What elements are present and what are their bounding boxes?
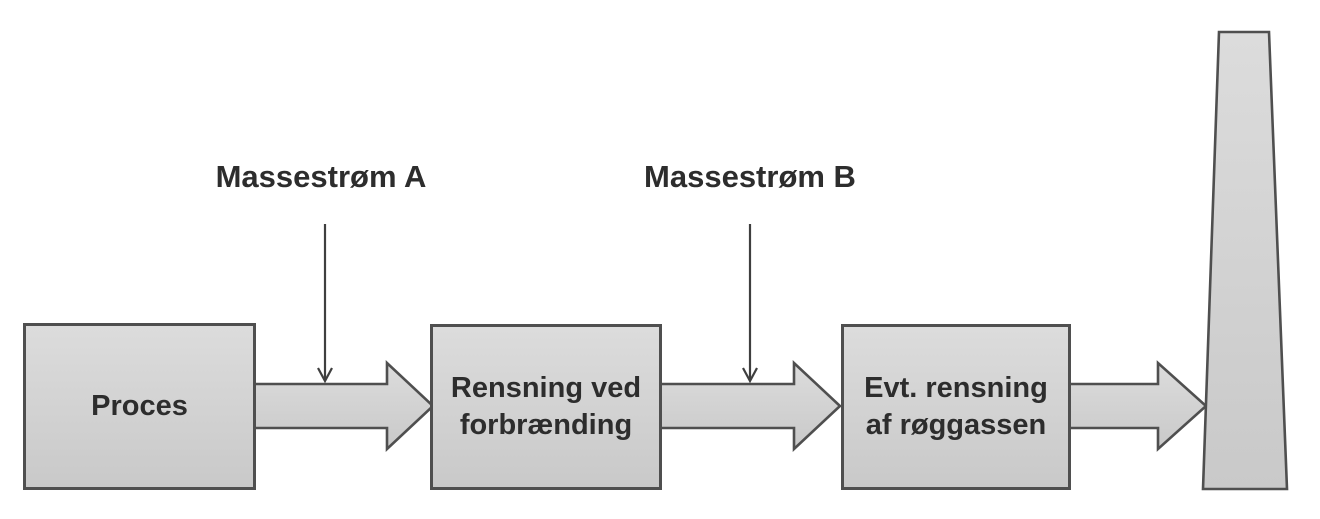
flow-arrow-evt-rensning-to-chimney xyxy=(1066,360,1208,452)
label-massestroem-a: Massestrøm A xyxy=(215,159,427,194)
box-evt-label-line2: af røggassen xyxy=(865,409,1047,441)
box-rensning-label-line1: Rensning ved xyxy=(450,372,642,404)
box-evt-label-line1: Evt. rensning xyxy=(864,372,1048,404)
massestroem-b-arrow xyxy=(742,224,758,384)
box-evt-rensning-af-roeggassen: Evt. rensning af røggassen xyxy=(841,324,1071,490)
massestroem-a-arrow xyxy=(317,224,333,384)
box-proces-label: Proces xyxy=(91,390,188,422)
box-rensning-ved-forbraending: Rensning ved forbrænding xyxy=(430,324,662,490)
box-rensning-label-line2: forbrænding xyxy=(459,409,633,441)
flow-arrow-proces-to-rensning xyxy=(251,360,435,452)
box-proces: Proces xyxy=(23,323,256,490)
label-massestroem-b: Massestrøm B xyxy=(644,159,856,194)
chimney-shape xyxy=(1201,30,1289,491)
flow-arrow-rensning-to-evt-rensning xyxy=(657,360,842,452)
